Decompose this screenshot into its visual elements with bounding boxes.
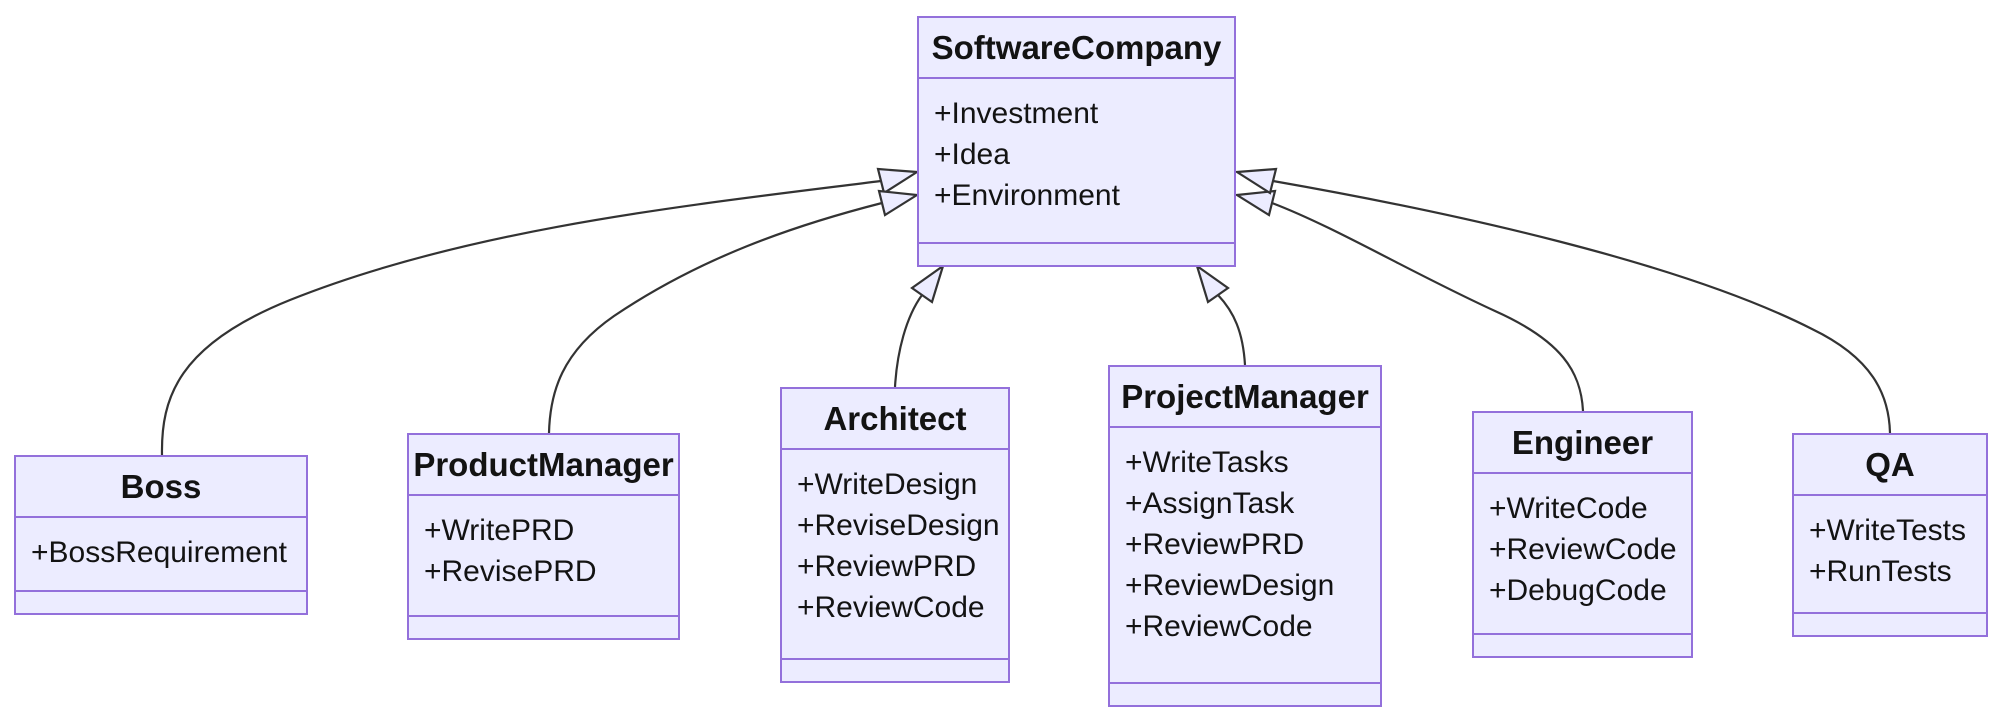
class-members-engineer: +WriteCode +ReviewCode +DebugCode	[1474, 474, 1691, 635]
class-footer-section	[16, 592, 306, 613]
class-member: +DebugCode	[1489, 574, 1667, 607]
class-title-projectmanager: ProjectManager	[1110, 367, 1380, 428]
class-members-boss: +BossRequirement	[16, 518, 306, 592]
class-member: +RunTests	[1809, 555, 1952, 588]
inheritance-arrowhead-boss	[876, 167, 921, 195]
class-members-softwarecompany: +Investment +Idea +Environment	[919, 79, 1234, 244]
class-footer-section	[1794, 614, 1986, 635]
inheritance-arrowhead-productmanager	[877, 189, 921, 217]
class-member: +Idea	[934, 138, 1010, 171]
class-title-engineer: Engineer	[1474, 413, 1691, 474]
inheritance-edge-qa	[1272, 179, 1892, 434]
inheritance-edge-engineer	[1271, 201, 1585, 412]
class-member: +WriteDesign	[797, 468, 978, 501]
class-title-productmanager: ProductManager	[409, 435, 678, 496]
class-member: +WriteCode	[1489, 492, 1648, 525]
class-node-productmanager: ProductManager +WritePRD +RevisePRD	[407, 433, 680, 640]
inheritance-arrowhead-architect	[910, 263, 945, 304]
inheritance-arrowhead-engineer	[1233, 189, 1277, 217]
class-members-qa: +WriteTests +RunTests	[1794, 496, 1986, 614]
class-title-qa: QA	[1794, 435, 1986, 496]
class-member: +WriteTests	[1809, 514, 1966, 547]
class-members-productmanager: +WritePRD +RevisePRD	[409, 496, 678, 617]
class-title-boss: Boss	[16, 457, 306, 518]
inheritance-arrowhead-qa	[1233, 167, 1278, 195]
class-member: +WritePRD	[424, 514, 575, 547]
class-member: +Investment	[934, 97, 1099, 130]
class-footer-section	[1474, 635, 1691, 656]
class-node-qa: QA +WriteTests +RunTests	[1792, 433, 1988, 637]
class-member: +RevisePRD	[424, 555, 597, 588]
class-title-softwarecompany: SoftwareCompany	[919, 18, 1234, 79]
class-member: +ReviewCode	[1489, 533, 1677, 566]
class-member: +Environment	[934, 179, 1120, 212]
class-footer-section	[919, 244, 1234, 265]
class-member: +ReviewPRD	[797, 550, 977, 583]
class-member: +ReviewCode	[797, 591, 985, 624]
class-members-architect: +WriteDesign +ReviseDesign +ReviewPRD +R…	[782, 450, 1008, 660]
inheritance-edge-boss	[160, 179, 882, 456]
inheritance-edge-projectmanager	[1217, 294, 1247, 366]
class-member: +AssignTask	[1125, 487, 1295, 520]
class-footer-section	[782, 660, 1008, 681]
class-node-softwarecompany: SoftwareCompany +Investment +Idea +Envir…	[917, 16, 1236, 267]
class-member: +ReviewPRD	[1125, 528, 1305, 561]
class-node-boss: Boss +BossRequirement	[14, 455, 308, 615]
inheritance-edge-productmanager	[547, 201, 883, 434]
class-member: +ReviewCode	[1125, 610, 1313, 643]
class-node-architect: Architect +WriteDesign +ReviseDesign +Re…	[780, 387, 1010, 683]
class-members-projectmanager: +WriteTasks +AssignTask +ReviewPRD +Revi…	[1110, 428, 1380, 684]
inheritance-arrowhead-projectmanager	[1195, 263, 1230, 304]
class-footer-section	[409, 617, 678, 638]
class-node-projectmanager: ProjectManager +WriteTasks +AssignTask +…	[1108, 365, 1382, 707]
class-member: +BossRequirement	[31, 536, 287, 569]
class-member: +ReviewDesign	[1125, 569, 1335, 602]
class-member: +ReviseDesign	[797, 509, 1000, 542]
class-member: +WriteTasks	[1125, 446, 1289, 479]
inheritance-edge-architect	[893, 294, 923, 388]
class-node-engineer: Engineer +WriteCode +ReviewCode +DebugCo…	[1472, 411, 1693, 658]
class-title-architect: Architect	[782, 389, 1008, 450]
class-footer-section	[1110, 684, 1380, 705]
